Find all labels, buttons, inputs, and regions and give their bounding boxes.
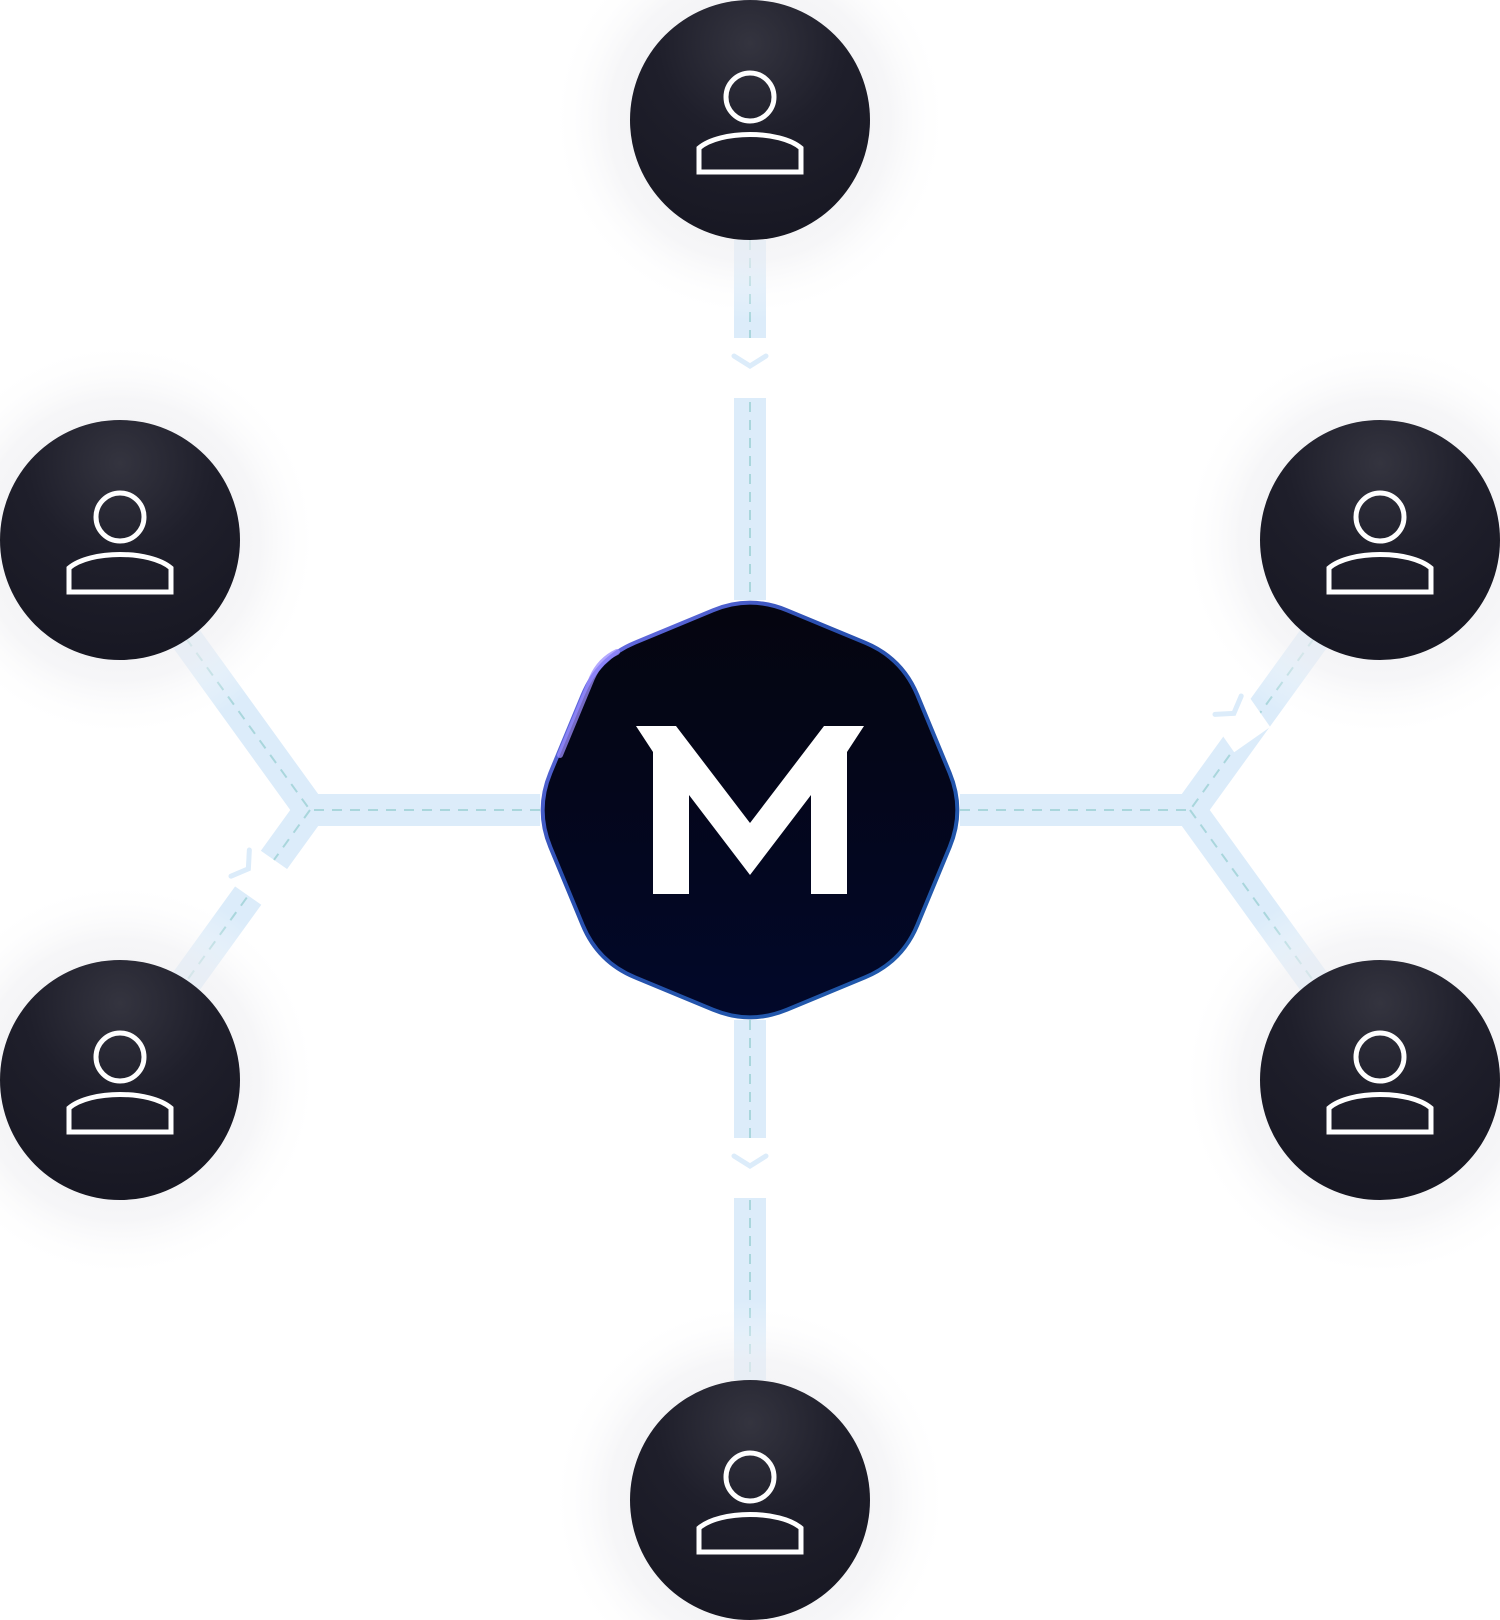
hub-octagon (540, 600, 960, 1020)
chevron-icon (728, 1138, 772, 1198)
user-icon (696, 70, 804, 175)
user-node-bottom[interactable] (550, 1300, 950, 1620)
chevron-down-icon (731, 1153, 769, 1169)
user-icon (1326, 490, 1434, 595)
chevron-icon (728, 338, 772, 398)
central-hub: M (540, 600, 960, 1020)
hub-highlight (557, 649, 620, 758)
user-icon (696, 1450, 804, 1555)
chevron-down-icon (731, 353, 769, 369)
chevron-icon (212, 834, 288, 906)
user-node-upper-left[interactable] (0, 340, 320, 740)
user-node-lower-right[interactable] (1180, 880, 1500, 1280)
chevron-down-icon (228, 847, 252, 879)
user-node-upper-right[interactable] (1180, 340, 1500, 740)
user-icon (66, 1030, 174, 1135)
user-node-lower-left[interactable] (0, 880, 320, 1280)
user-icon (1326, 1030, 1434, 1135)
m-logo-icon (636, 726, 864, 894)
user-node-top[interactable] (550, 0, 950, 320)
user-icon (66, 490, 174, 595)
chevron-icon (1199, 677, 1271, 753)
chevron-down-icon (1212, 693, 1244, 717)
